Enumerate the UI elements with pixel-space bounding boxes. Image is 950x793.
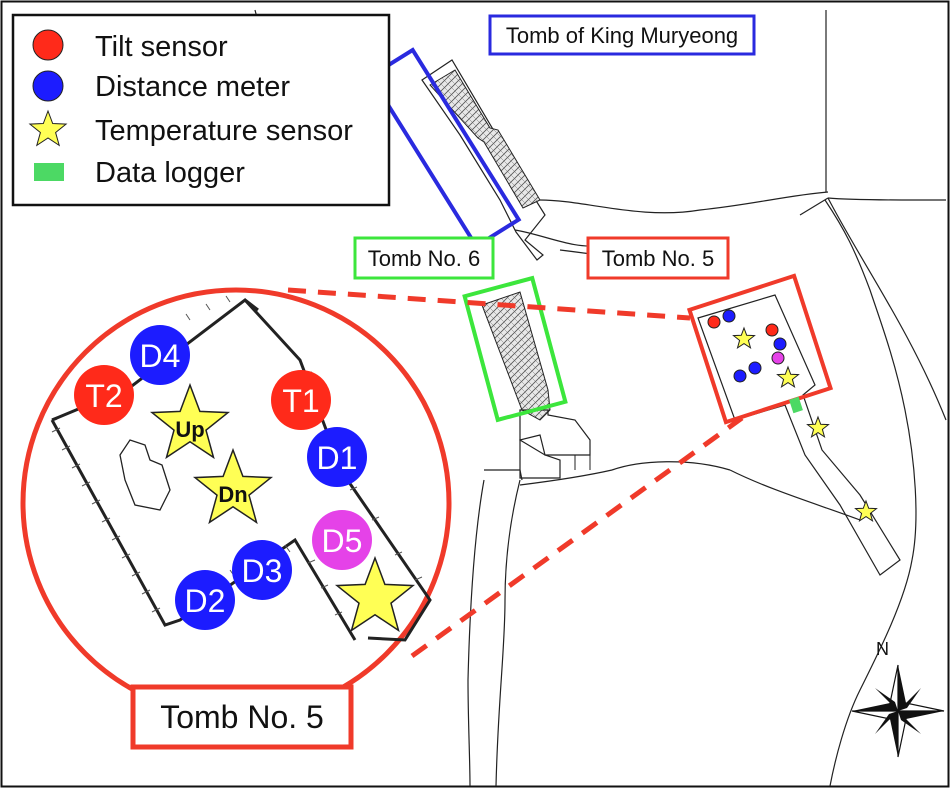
tomb-5-frame [686, 273, 834, 425]
tomb-6 [462, 275, 591, 479]
temperature-sensor-up-label: Up [175, 417, 204, 442]
tomb-5-map [686, 273, 901, 576]
legend-distance-label: Distance meter [95, 71, 290, 103]
distance-meter-marker [722, 309, 736, 323]
zoom-connectors [287, 287, 744, 659]
temperature-sensor-up [149, 382, 231, 460]
legend-tilt-label: Tilt sensor [95, 31, 228, 63]
king-muryeong-frame [367, 47, 522, 249]
temperature-sensor-marker [854, 499, 878, 523]
legend-tilt-icon [32, 29, 64, 61]
king-muryeong-label: Tomb of King Muryeong [506, 23, 738, 48]
tomb-5-label: Tomb No. 5 [602, 246, 715, 271]
marker-d4: D4 [130, 325, 190, 385]
svg-text:T1: T1 [282, 383, 319, 419]
tomb-6-label: Tomb No. 6 [368, 246, 481, 271]
legend-logger-icon [34, 163, 64, 181]
temperature-sensor-marker [806, 415, 830, 439]
svg-text:D2: D2 [185, 583, 226, 619]
tilt-sensor-marker [765, 323, 779, 337]
legend-distance-icon [32, 70, 64, 102]
legend: Tilt sensor Distance meter Temperature s… [11, 13, 391, 207]
marker-d5: D5 [312, 510, 372, 570]
temperature-sensor-marker [334, 555, 416, 633]
temperature-sensor-dn [192, 447, 274, 525]
legend-temperature-label: Temperature sensor [95, 115, 353, 147]
distance-meter-marker [773, 337, 787, 351]
king-muryeong-label-box: Tomb of King Muryeong [488, 14, 756, 56]
inset-coffin-outline [119, 439, 171, 511]
marker-t2: T2 [74, 365, 134, 425]
king-muryeong-tomb [367, 47, 546, 261]
tomb-5-label-box: Tomb No. 5 [586, 236, 730, 280]
svg-text:D1: D1 [317, 440, 358, 476]
tilt-sensor-marker [707, 315, 721, 329]
distance-meter-marker [733, 369, 747, 383]
distance-meter-marker [748, 361, 762, 375]
north-label: N [876, 639, 889, 659]
distance-meter-marker [771, 351, 785, 365]
svg-text:D5: D5 [322, 523, 363, 559]
tomb-6-label-box: Tomb No. 6 [353, 236, 495, 280]
inset-label: Tomb No. 5 [160, 699, 324, 735]
marker-d3: D3 [232, 540, 292, 600]
svg-text:D4: D4 [140, 338, 181, 374]
temperature-sensor-dn-label: Dn [218, 482, 247, 507]
marker-t1: T1 [271, 370, 331, 430]
tomb-6-frame [462, 275, 568, 423]
marker-d2: D2 [175, 570, 235, 630]
legend-logger-label: Data logger [95, 157, 245, 189]
tomb-5-inset: Up Dn T2 D4 T1 D1 D5 D3 D2 [20, 287, 452, 750]
legend-temperature-icon [28, 109, 68, 147]
data-logger-marker [789, 396, 803, 414]
svg-text:T2: T2 [85, 378, 122, 414]
temperature-sensor-marker [732, 326, 756, 350]
legend-box [11, 13, 391, 207]
temperature-sensor-marker [776, 365, 800, 389]
inset-label-box [130, 684, 354, 750]
svg-text:D3: D3 [242, 553, 283, 589]
marker-d1: D1 [307, 427, 367, 487]
north-arrow: N [851, 639, 945, 758]
